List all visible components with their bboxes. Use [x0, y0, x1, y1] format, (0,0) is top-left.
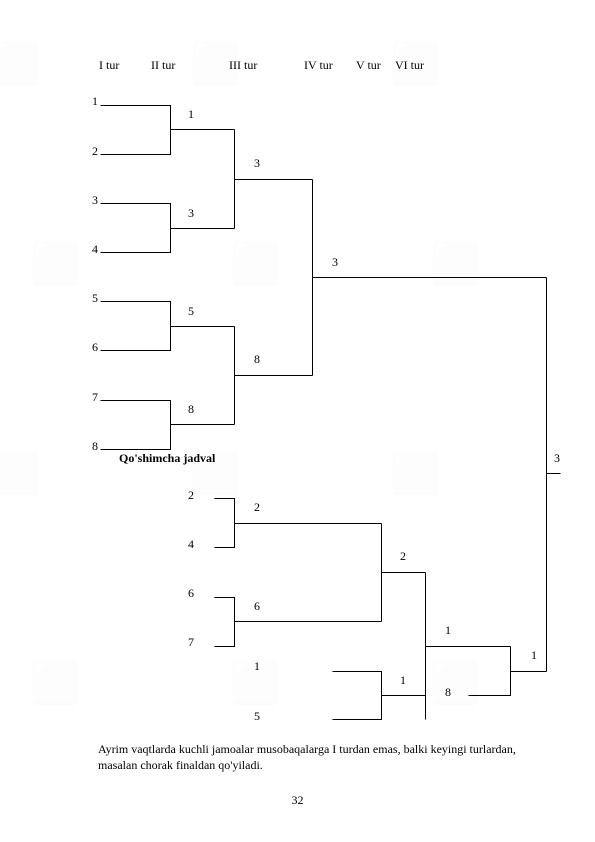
cons-entrant-2: 4 [188, 537, 194, 551]
seed-1: 1 [92, 94, 98, 108]
cons-entrant-1: 2 [188, 488, 194, 502]
seed-4: 4 [92, 242, 98, 256]
cons-r3-winner: 2 [400, 549, 406, 563]
r2-winner-1: 1 [188, 107, 194, 121]
cons-r2-winner-1: 2 [254, 500, 260, 514]
round-header-2: II tur [151, 58, 176, 72]
r4-winner: 3 [332, 255, 338, 269]
body-paragraph: Ayrim vaqtlarda kuchli jamoalar musobaqa… [98, 742, 516, 772]
seed-3: 3 [92, 193, 98, 207]
round-header-5: V tur [356, 58, 381, 72]
seed-8: 8 [92, 439, 98, 453]
cons-r2-winner-2: 6 [254, 599, 260, 613]
late-entrant-2: 5 [254, 709, 260, 723]
cons-entrant-4: 7 [188, 635, 194, 649]
r2-winner-2: 3 [188, 206, 194, 220]
seed-6: 6 [92, 340, 98, 354]
round-header-1: I tur [99, 58, 120, 72]
cons-final: 1 [531, 648, 537, 662]
cons-semifinal-winner: 1 [445, 623, 451, 637]
consolation-title: Qo'shimcha jadval [119, 451, 216, 465]
round-header-6: VI tur [395, 58, 424, 72]
r3-winner-2: 8 [254, 352, 260, 366]
r3-winner-1: 3 [254, 156, 260, 170]
r2-winner-3: 5 [188, 304, 194, 318]
final-winner: 3 [554, 451, 560, 465]
late-entrant-1: 1 [254, 659, 260, 673]
seed-5: 5 [92, 291, 98, 305]
cons-bye-player: 8 [445, 685, 451, 699]
cons-entrant-3: 6 [188, 586, 194, 600]
r2-winner-4: 8 [188, 402, 194, 416]
seed-2: 2 [92, 144, 98, 158]
round-header-4: IV tur [304, 58, 333, 72]
late-winner: 1 [400, 673, 406, 687]
page-number: 32 [291, 793, 304, 807]
round-header-3: III tur [229, 58, 258, 72]
seed-7: 7 [92, 390, 98, 404]
